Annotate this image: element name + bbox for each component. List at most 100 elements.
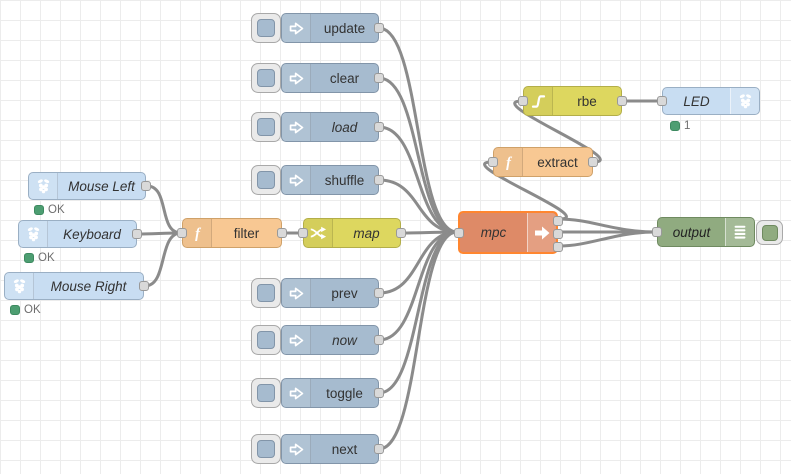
node-label: clear [329, 70, 360, 86]
inject-button-square [257, 171, 275, 189]
node-inject-prev[interactable]: prev [251, 278, 384, 308]
node-status-keyboard: OK [24, 252, 55, 264]
input-port[interactable] [488, 157, 498, 167]
node-inject-now[interactable]: now [251, 325, 384, 355]
function-icon: f [494, 148, 523, 176]
node-inject-clear[interactable]: clear [251, 63, 384, 93]
output-port[interactable] [396, 228, 406, 238]
output-port-1[interactable] [553, 216, 563, 226]
node-label: LED [683, 93, 710, 109]
output-port[interactable] [277, 228, 287, 238]
inject-button[interactable] [251, 325, 281, 355]
node-label: now [332, 332, 357, 348]
node-label: toggle [326, 385, 363, 401]
output-port[interactable] [374, 73, 384, 83]
inject-button-square [257, 384, 275, 402]
node-mouse-right[interactable]: Mouse Right [4, 272, 149, 300]
output-port[interactable] [374, 23, 384, 33]
wire-clear-to-mpc[interactable] [377, 76, 459, 234]
node-function-extract[interactable]: f extract [488, 147, 598, 177]
inject-button-square [257, 331, 275, 349]
wire-extract-to-rbe[interactable] [513, 99, 602, 164]
input-port[interactable] [298, 228, 308, 238]
wire-mouse-right-to-filter[interactable] [143, 231, 183, 288]
input-port[interactable] [657, 96, 667, 106]
status-text: OK [38, 252, 55, 264]
inject-button[interactable] [251, 278, 281, 308]
inject-button[interactable] [251, 112, 281, 142]
output-port[interactable] [374, 444, 384, 454]
inject-button-square [257, 69, 275, 87]
node-mouse-left[interactable]: Mouse Left [28, 172, 151, 200]
node-label: update [323, 20, 366, 36]
raspberry-pi-icon [5, 273, 34, 299]
inject-button[interactable] [251, 165, 281, 195]
output-port[interactable] [374, 388, 384, 398]
output-port[interactable] [139, 281, 149, 291]
output-port[interactable] [374, 175, 384, 185]
output-port[interactable] [374, 122, 384, 132]
input-port[interactable] [454, 227, 464, 238]
node-keyboard[interactable]: Keyboard [18, 220, 142, 248]
node-inject-toggle[interactable]: toggle [251, 378, 384, 408]
node-status-mouse-right: OK [10, 304, 41, 316]
node-led[interactable]: LED [657, 87, 760, 115]
inject-button[interactable] [251, 13, 281, 43]
output-button-square [761, 224, 778, 241]
output-port[interactable] [588, 157, 598, 167]
inject-button-square [257, 284, 275, 302]
svg-text:f: f [506, 155, 512, 171]
wire-toggle-to-mpc[interactable] [377, 230, 459, 395]
wire-mpc-out3-to-output[interactable] [557, 230, 658, 248]
input-port[interactable] [518, 96, 528, 106]
node-inject-update[interactable]: update [251, 13, 384, 43]
wire-now-to-mpc[interactable] [377, 230, 459, 342]
node-rbe[interactable]: rbe [518, 86, 627, 116]
output-port[interactable] [374, 288, 384, 298]
node-label: mpc [480, 225, 507, 240]
wire-load-to-mpc[interactable] [377, 125, 459, 234]
node-mpc[interactable]: mpc [454, 211, 563, 254]
status-dot [670, 121, 680, 131]
output-port[interactable] [617, 96, 627, 106]
output-toggle-button[interactable] [756, 220, 783, 245]
wire-shuffle-to-mpc[interactable] [377, 178, 459, 234]
output-port[interactable] [132, 229, 142, 239]
inject-arrow-icon [282, 379, 311, 407]
inject-button[interactable] [251, 63, 281, 93]
inject-button[interactable] [251, 378, 281, 408]
node-label: next [331, 441, 358, 457]
inject-button[interactable] [251, 434, 281, 464]
node-inject-next[interactable]: next [251, 434, 384, 464]
output-port-3[interactable] [553, 242, 563, 252]
raspberry-pi-icon [19, 221, 48, 247]
node-label: prev [331, 285, 358, 301]
inject-arrow-icon [282, 14, 311, 42]
node-output[interactable]: output [652, 217, 783, 247]
node-map[interactable]: map [298, 218, 406, 248]
node-inject-load[interactable]: load [251, 112, 384, 142]
wire-mpc-out1-to-extract[interactable] [483, 160, 568, 221]
node-status-mouse-left: OK [34, 204, 65, 216]
function-icon: f [183, 219, 212, 247]
input-port[interactable] [177, 228, 187, 238]
node-inject-shuffle[interactable]: shuffle [251, 165, 384, 195]
output-port-2[interactable] [553, 229, 563, 239]
status-dot [24, 253, 34, 263]
node-function-filter[interactable]: f filter [177, 218, 287, 248]
wire-mouse-left-to-filter[interactable] [145, 184, 183, 235]
node-label: extract [537, 154, 578, 170]
node-label: Mouse Right [50, 278, 127, 294]
wire-update-to-mpc[interactable] [377, 26, 459, 234]
output-port[interactable] [141, 181, 151, 191]
inject-arrow-icon [282, 113, 311, 141]
node-label: shuffle [324, 172, 365, 188]
output-port[interactable] [374, 335, 384, 345]
input-port[interactable] [652, 227, 662, 237]
node-status-led: 1 [670, 120, 690, 132]
wire-next-to-mpc[interactable] [377, 230, 459, 451]
wire-mpc-out1-to-output[interactable] [557, 217, 658, 234]
node-label: Mouse Left [68, 178, 135, 194]
